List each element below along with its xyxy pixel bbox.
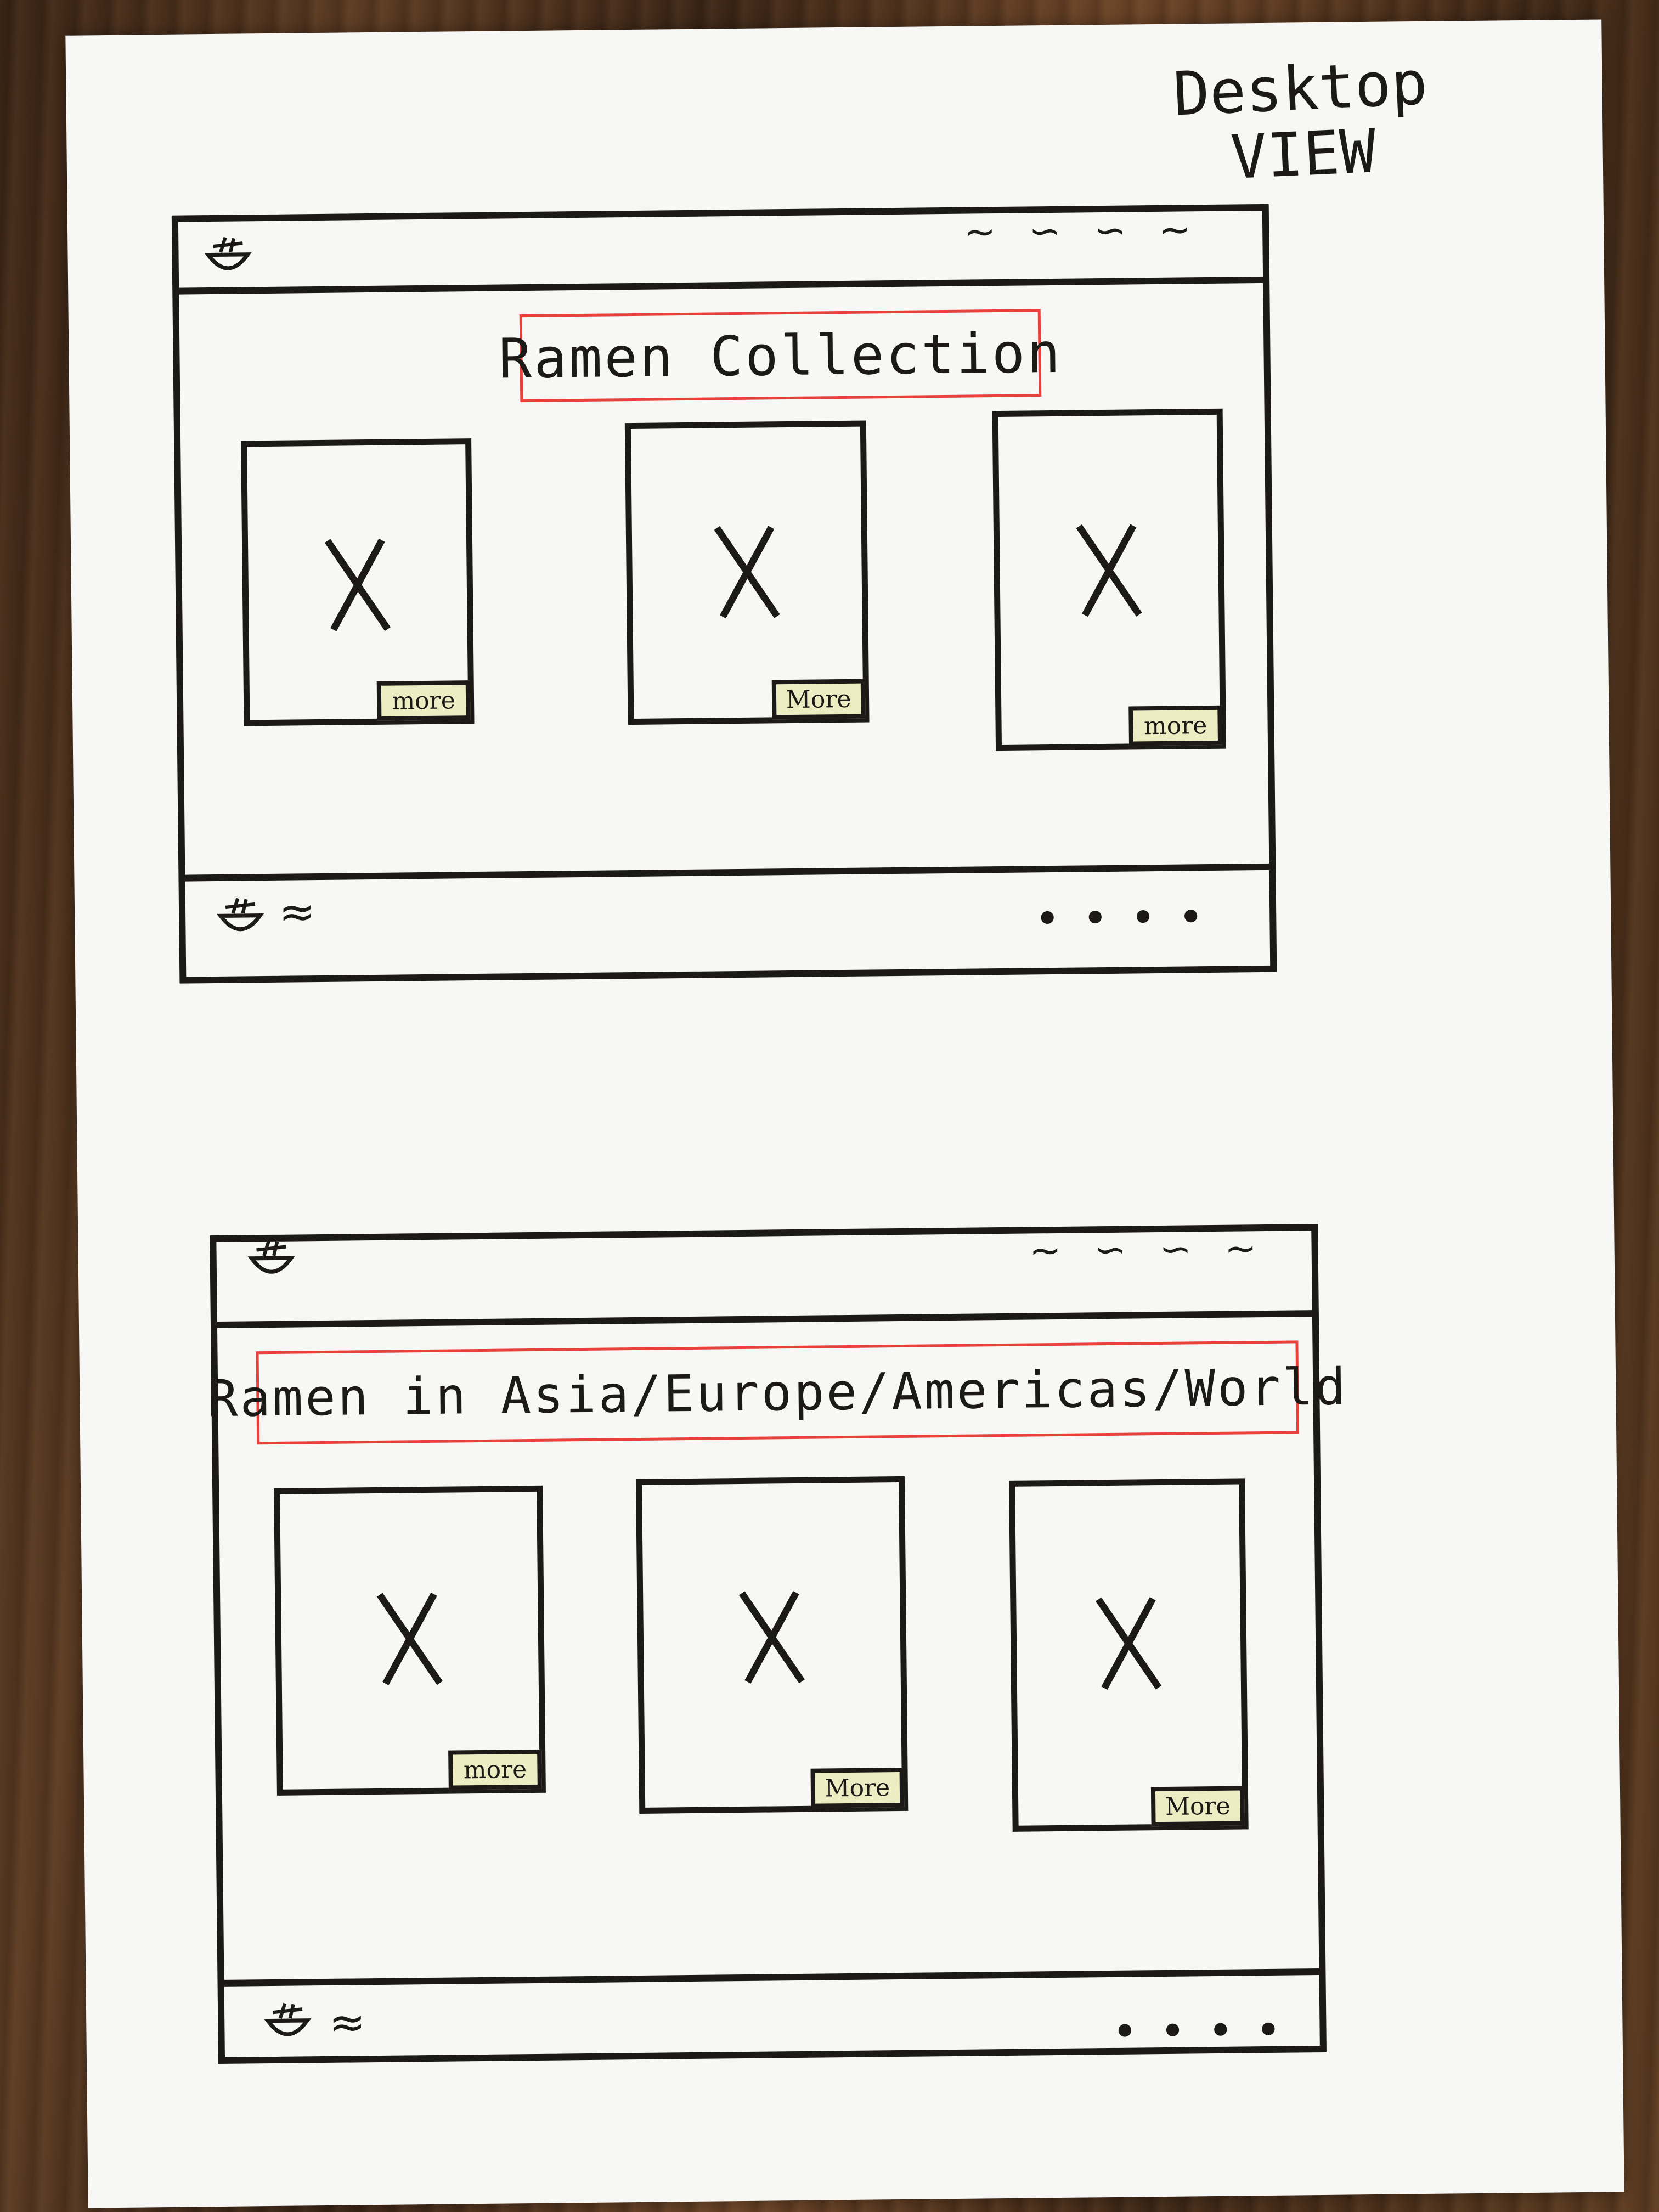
image-placeholder-icon [1096, 1597, 1162, 1690]
page-title-box: Ramen Collection [498, 309, 1063, 403]
ramen-bowl-icon [217, 898, 264, 932]
more-button[interactable]: more [448, 1749, 542, 1790]
more-button[interactable]: more [1128, 705, 1222, 746]
ramen-bowl-icon [247, 1240, 295, 1274]
image-placeholder-icon [738, 1590, 805, 1684]
desktop-view-annotation: Desktop VIEW [1171, 47, 1432, 193]
ramen-card[interactable]: More [624, 420, 870, 725]
footer-divider [224, 1968, 1319, 1987]
sketch-paper: Desktop VIEW ∼∽∽∼ Ramen Collection more [65, 19, 1624, 2208]
nav-link-1[interactable]: ∼ [963, 208, 1029, 255]
nav-link-2[interactable]: ∽ [1094, 1227, 1160, 1273]
more-button[interactable]: More [771, 679, 866, 720]
nav-links[interactable]: ∼∽∽∼ [963, 207, 1224, 255]
ramen-card[interactable]: more [992, 408, 1227, 752]
nav-link-4[interactable]: ∼ [1159, 206, 1224, 252]
more-button[interactable]: More [1150, 1786, 1245, 1827]
more-button[interactable]: More [810, 1767, 905, 1808]
nav-link-2[interactable]: ∽ [1028, 208, 1094, 254]
footer-divider [185, 863, 1269, 882]
browser-wireframe-2: ∼∽∽∼ Ramen in Asia/Europe/Americas/World… [207, 1223, 1348, 2064]
ramen-card[interactable]: more [241, 438, 475, 726]
footer-dot-3[interactable]: • [1207, 2005, 1256, 2057]
header-divider [217, 1310, 1312, 1329]
nav-link-1[interactable]: ∼ [1029, 1227, 1095, 1273]
header-divider [179, 276, 1263, 295]
footer-dot-1[interactable]: • [1034, 893, 1083, 945]
ramen-card[interactable]: More [635, 1476, 909, 1814]
browser-wireframe-1: ∼∽∽∼ Ramen Collection more More more [171, 204, 1277, 984]
annotation-line-1: Desktop [1171, 47, 1429, 129]
image-placeholder-icon [324, 539, 391, 632]
more-button[interactable]: more [376, 680, 471, 721]
footer-dot-3[interactable]: • [1130, 891, 1178, 944]
ramen-card[interactable]: more [274, 1485, 546, 1796]
nav-link-3[interactable]: ∽ [1159, 1226, 1225, 1272]
ramen-card[interactable]: More [1009, 1478, 1249, 1832]
nav-links[interactable]: ∼∽∽∼ [1029, 1226, 1290, 1273]
page-title: Ramen Collection [498, 320, 1063, 391]
footer-social-dots[interactable]: •••• [1034, 891, 1226, 945]
footer-dot-4[interactable]: • [1255, 2004, 1304, 2056]
footer-text-squiggle: ≈ [278, 886, 316, 938]
footer-text-squiggle: ≈ [328, 1996, 366, 2048]
nav-link-4[interactable]: ∼ [1224, 1225, 1290, 1271]
footer-dot-2[interactable]: • [1082, 892, 1131, 944]
footer-dot-1[interactable]: • [1111, 2006, 1160, 2057]
page-title: Ramen in Asia/Europe/Americas/World [207, 1357, 1348, 1428]
footer-dot-2[interactable]: • [1159, 2005, 1208, 2057]
page-title-box: Ramen in Asia/Europe/Americas/World [207, 1340, 1348, 1445]
footer-dot-4[interactable]: • [1177, 891, 1226, 943]
image-placeholder-icon [1076, 524, 1142, 617]
footer-social-dots[interactable]: •••• [1111, 2004, 1304, 2057]
image-placeholder-icon [376, 1592, 443, 1685]
ramen-bowl-icon [204, 236, 252, 270]
ramen-bowl-icon [264, 2002, 312, 2036]
nav-link-3[interactable]: ∽ [1093, 207, 1159, 253]
image-placeholder-icon [714, 526, 780, 619]
